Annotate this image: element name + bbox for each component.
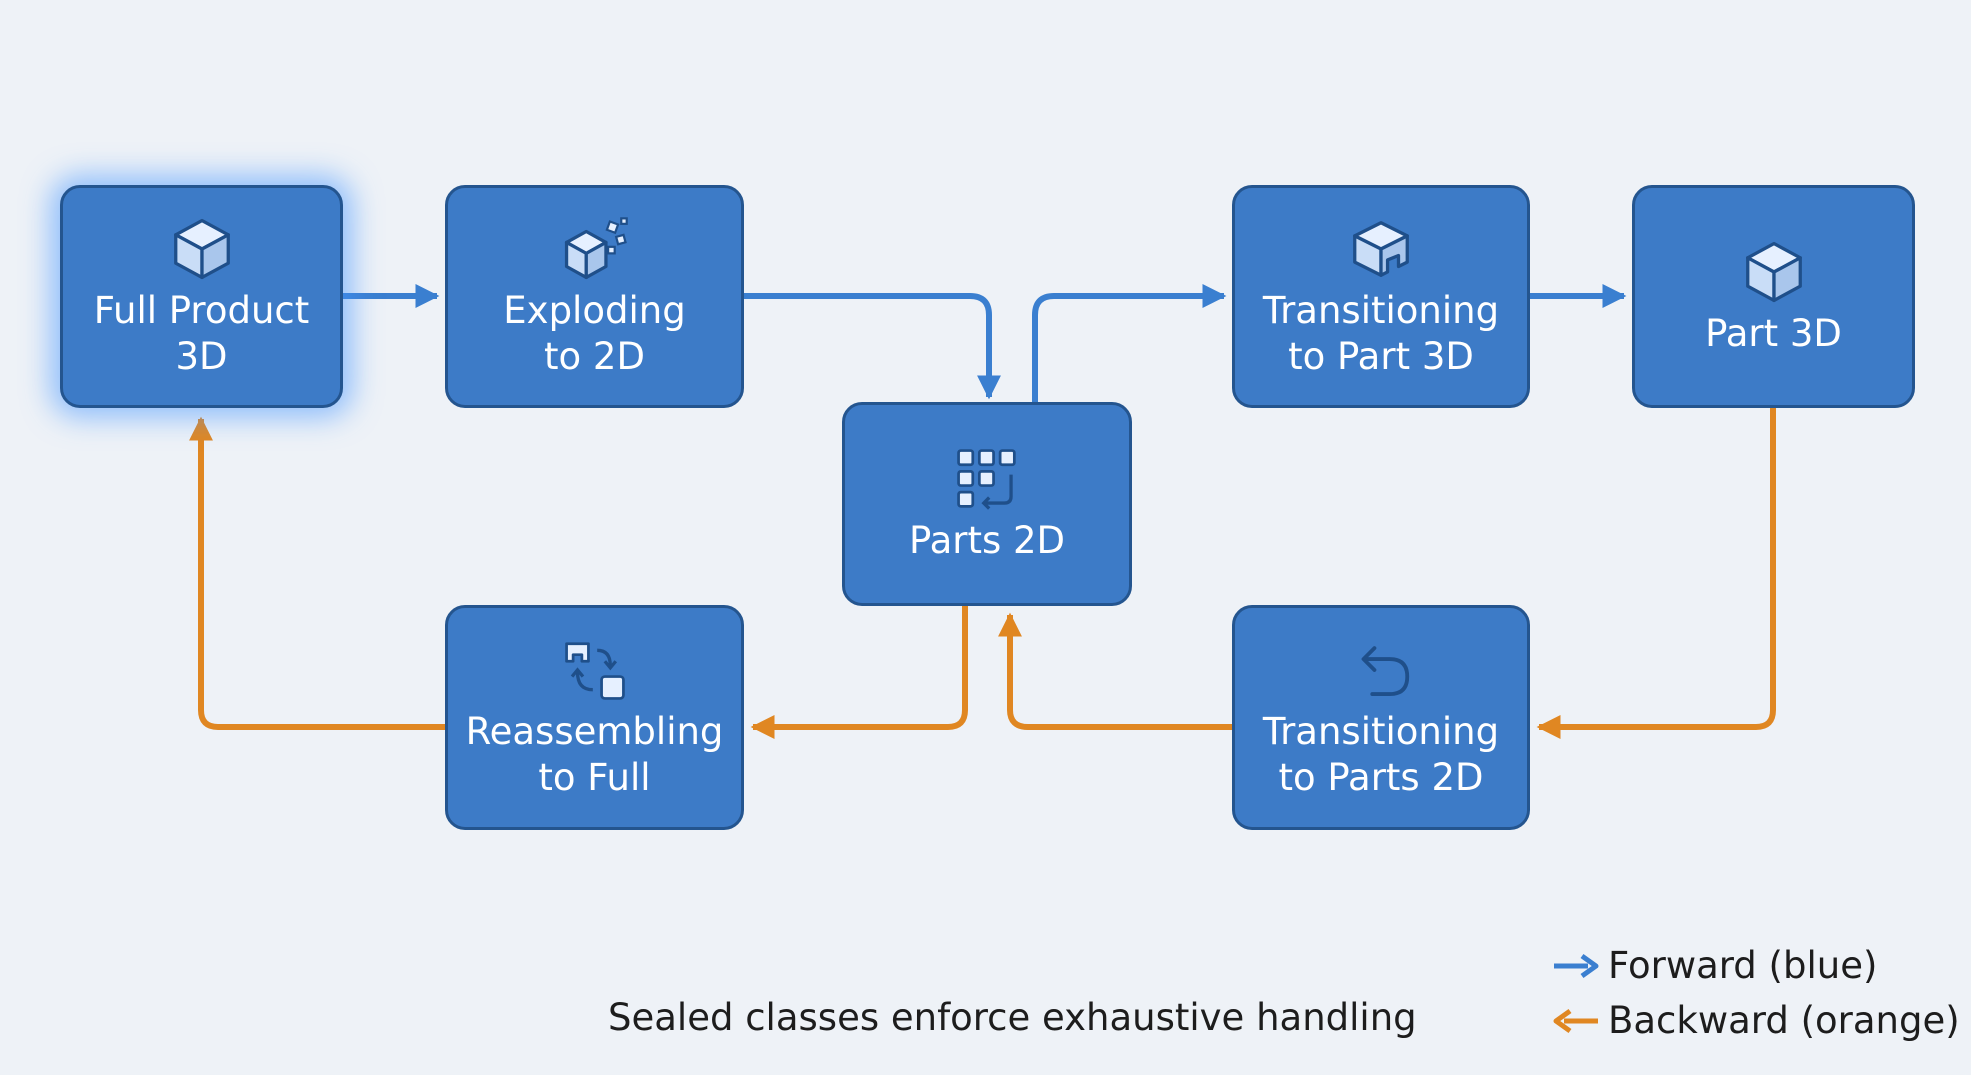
arrow-left-icon — [1553, 1008, 1598, 1033]
cube-cutaway-icon — [1353, 220, 1409, 277]
legend-backward: Backward (orange) — [1552, 999, 1960, 1042]
edge-transitioning-to-parts2d — [998, 612, 1232, 730]
node-label: Parts 2D — [908, 519, 1066, 562]
cube-icon — [1745, 241, 1802, 302]
node-exploding-to-2d[interactable]: Exploding to 2D — [445, 185, 744, 408]
reassemble-icon — [564, 641, 625, 700]
arrow-right-icon — [1554, 953, 1599, 978]
legend-forward-label: Forward (blue) — [1608, 944, 1878, 987]
node-part-3d[interactable]: Part 3D — [1632, 185, 1915, 408]
edge-reassembling-to-full — [189, 416, 445, 730]
node-parts-2d[interactable]: Parts 2D — [842, 402, 1132, 606]
edge-parts-to-transitioning-part3d — [1032, 284, 1227, 402]
edge-exploding-to-parts — [744, 293, 1001, 400]
legend-forward: Forward (blue) — [1552, 944, 1877, 987]
undo-arrow-icon — [1361, 645, 1410, 696]
edge-parts2d-to-reassembling — [750, 606, 968, 739]
node-full-product-3d[interactable]: Full Product 3D — [60, 185, 343, 408]
legend-backward-label: Backward (orange) — [1608, 999, 1960, 1042]
grid-parts-icon — [957, 449, 1016, 510]
footer-caption: Sealed classes enforce exhaustive handli… — [608, 996, 1417, 1039]
exploding-cube-icon — [564, 216, 628, 279]
edge-part3d-to-transitioning-parts2d — [1536, 408, 1776, 739]
node-label: Full Product 3D — [93, 288, 310, 378]
node-label: Transitioning to Part 3D — [1262, 288, 1500, 378]
node-transitioning-to-parts-2d[interactable]: Transitioning to Parts 2D — [1232, 605, 1530, 830]
node-label: Part 3D — [1705, 311, 1842, 355]
node-label: Reassembling to Full — [465, 709, 724, 799]
node-transitioning-to-part-3d[interactable]: Transitioning to Part 3D — [1232, 185, 1530, 408]
cube-icon — [173, 218, 230, 279]
node-reassembling-to-full[interactable]: Reassembling to Full — [445, 605, 744, 830]
node-label: Exploding to 2D — [503, 288, 686, 378]
node-label: Transitioning to Parts 2D — [1262, 709, 1500, 799]
